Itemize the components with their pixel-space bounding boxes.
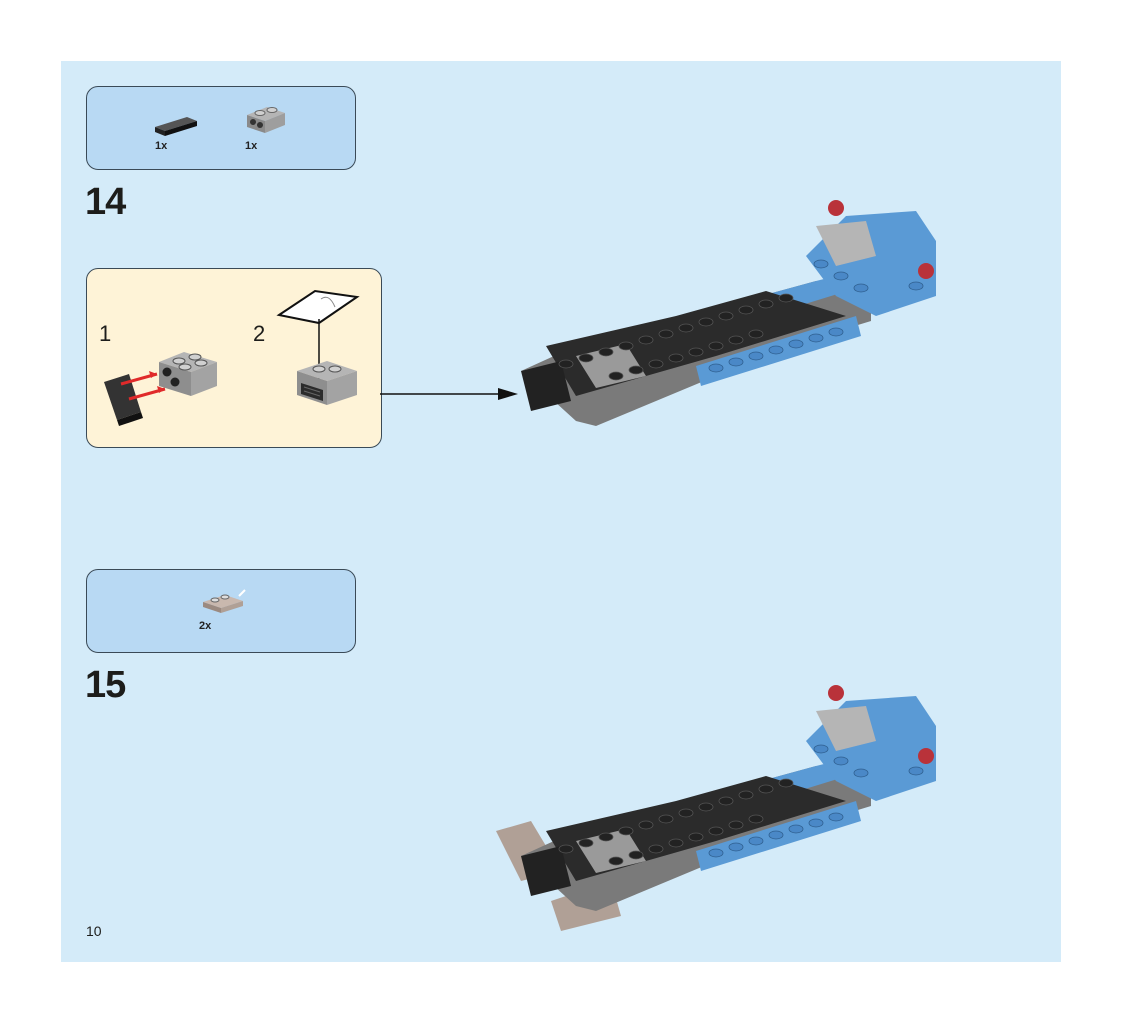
substep-number: 2 [253, 321, 266, 346]
step-15-model-illustration [496, 685, 936, 931]
step-15-parts-callout: 2x [86, 569, 356, 653]
part-qty: 1x [155, 140, 168, 152]
part-qty: 2x [199, 620, 212, 632]
substep-number: 1 [99, 321, 112, 346]
step-number: 15 [85, 664, 126, 706]
step-14-parts-callout: 1x 1x [86, 86, 356, 170]
black-tile-1x2-icon [155, 117, 197, 136]
step-14-model-illustration [521, 200, 936, 426]
step-number: 14 [85, 181, 126, 223]
attach-arrow [380, 388, 518, 400]
instruction-page: 1x 1x 14 1 2 [61, 61, 1061, 962]
part-qty: 1x [245, 140, 258, 152]
tan-plate-with-clip-icon [203, 589, 246, 613]
step-14-subassembly-callout: 1 2 [86, 268, 382, 448]
gray-bracket-1x2-icon [247, 107, 285, 133]
substep-2-illustration [276, 289, 360, 405]
substep-1-illustration [104, 352, 217, 426]
page-number: 10 [86, 923, 102, 939]
